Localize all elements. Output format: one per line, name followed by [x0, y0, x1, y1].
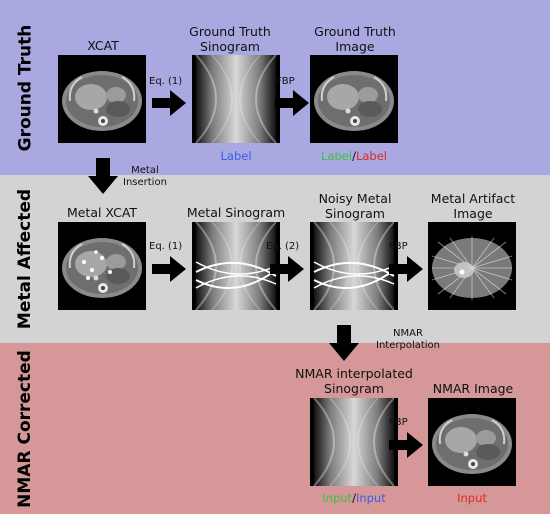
gt-image-label: Label/Label	[321, 149, 387, 163]
row-label-metal-affected: Metal Affected	[15, 188, 35, 330]
right-arrow-icon	[152, 256, 186, 282]
metal-sinogram-title: Metal Sinogram	[186, 205, 286, 220]
metal-artifact-image	[428, 222, 516, 310]
eq1-label-2: Eq. (1)	[149, 241, 183, 252]
right-arrow-icon	[275, 90, 309, 116]
row-label-ground-truth: Ground Truth	[15, 24, 36, 151]
metal-xcat-title: Metal XCAT	[66, 205, 138, 220]
nmar-image-title: NMAR Image	[432, 381, 514, 396]
metal-xcat-image	[58, 222, 146, 310]
gt-sinogram-image	[192, 55, 280, 143]
xcat-title: XCAT	[87, 38, 119, 53]
right-arrow-icon	[389, 256, 423, 282]
right-arrow-icon	[389, 432, 423, 458]
nmar-image-label: Input	[457, 491, 487, 505]
gt-image	[310, 55, 398, 143]
eq2-label: Eq. (2)	[266, 241, 300, 252]
eq1-label: Eq. (1)	[149, 76, 183, 87]
nmar-image	[428, 398, 516, 486]
gt-sinogram-label: Label	[220, 149, 252, 163]
xcat-image	[58, 55, 146, 143]
nmar-sinogram-label: Input/Input	[322, 491, 386, 505]
down-arrow-icon	[329, 325, 359, 361]
row-label-nmar-corrected: NMAR Corrected	[15, 349, 36, 508]
fbp-label-2: FBP	[389, 241, 408, 252]
right-arrow-icon	[270, 256, 304, 282]
metal-sinogram-image	[192, 222, 280, 310]
noisy-metal-sinogram-image	[310, 222, 398, 310]
nmar-sinogram-image	[310, 398, 398, 486]
fbp-label-3: FBP	[389, 417, 408, 428]
fbp-label: FBP	[276, 76, 295, 87]
down-arrow-icon	[88, 158, 118, 194]
right-arrow-icon	[152, 90, 186, 116]
